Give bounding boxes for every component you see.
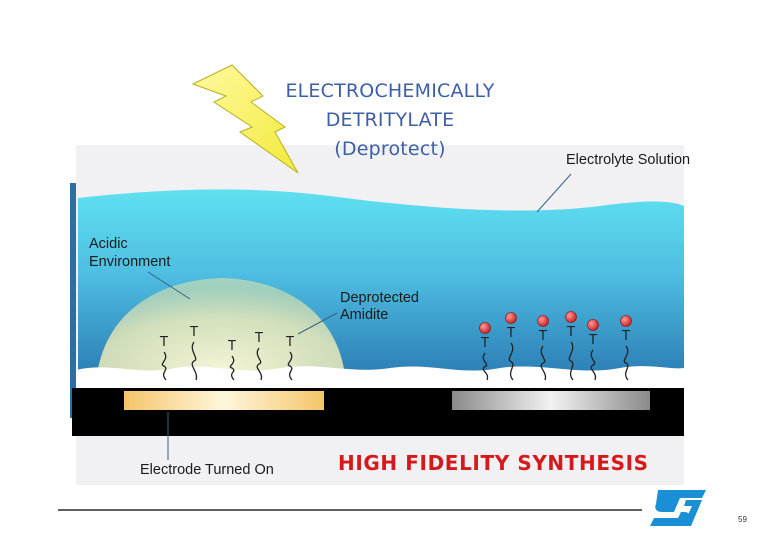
- strand-base-letter: T: [506, 326, 515, 341]
- page-number: 59: [738, 515, 747, 524]
- electrolyte-label: Electrolyte Solution: [566, 152, 691, 168]
- electrolyte-leader: [536, 173, 572, 213]
- acidic-label-line2: Environment: [89, 254, 171, 270]
- strand-base-letter: T: [588, 333, 597, 348]
- cell-wall: [70, 183, 76, 418]
- strand-backbone: [540, 345, 547, 381]
- strand-backbone: [508, 342, 514, 381]
- strand-base-letter: T: [538, 329, 547, 344]
- trityl-group: [537, 315, 549, 327]
- strand-backbone: [590, 349, 597, 381]
- deprotected-leader: [297, 312, 338, 335]
- title-line-2: DETRITYLATE: [325, 109, 455, 131]
- trityl-group: [565, 311, 577, 323]
- st-logo-icon: [650, 490, 706, 526]
- strand-backbone: [482, 352, 489, 381]
- strand-backbone: [623, 345, 629, 381]
- strand-base-letter: T: [227, 339, 236, 354]
- strand-backbone: [161, 351, 167, 381]
- title-line-1: ELECTROCHEMICALLY: [285, 80, 495, 102]
- strand-backbone: [256, 347, 263, 381]
- electrode-label: Electrode Turned On: [140, 462, 274, 478]
- electrode-active: [124, 391, 324, 410]
- acidic-dome: [96, 278, 346, 385]
- title-line-3: (Deprotect): [334, 138, 446, 160]
- strand-backbone: [287, 351, 293, 381]
- strand-backbone: [191, 341, 198, 381]
- acidic-leader: [147, 271, 191, 300]
- deprotected-label-line1: Deprotected: [340, 290, 419, 306]
- electrode-inactive: [452, 391, 650, 410]
- strand-base-letter: T: [621, 329, 630, 344]
- strand-base-letter: T: [285, 335, 294, 350]
- strand-base-letter: T: [159, 335, 168, 350]
- strand-backbone: [568, 341, 574, 381]
- trityl-group: [587, 319, 599, 331]
- deprotected-label-line2: Amidite: [340, 307, 389, 323]
- strand-base-letter: T: [189, 325, 198, 340]
- trityl-group: [505, 312, 517, 324]
- substrate-surface: [76, 366, 684, 392]
- synthesis-banner: HIGH FIDELITY SYNTHESIS: [338, 451, 649, 475]
- lightning-bolt-icon: [191, 64, 299, 174]
- strand-base-letter: T: [566, 325, 575, 340]
- strand-base-letter: T: [480, 336, 489, 351]
- trityl-group: [479, 322, 491, 334]
- strand-backbone: [229, 355, 235, 381]
- trityl-group: [620, 315, 632, 327]
- acidic-label-line1: Acidic: [89, 236, 128, 252]
- strand-base-letter: T: [254, 331, 263, 346]
